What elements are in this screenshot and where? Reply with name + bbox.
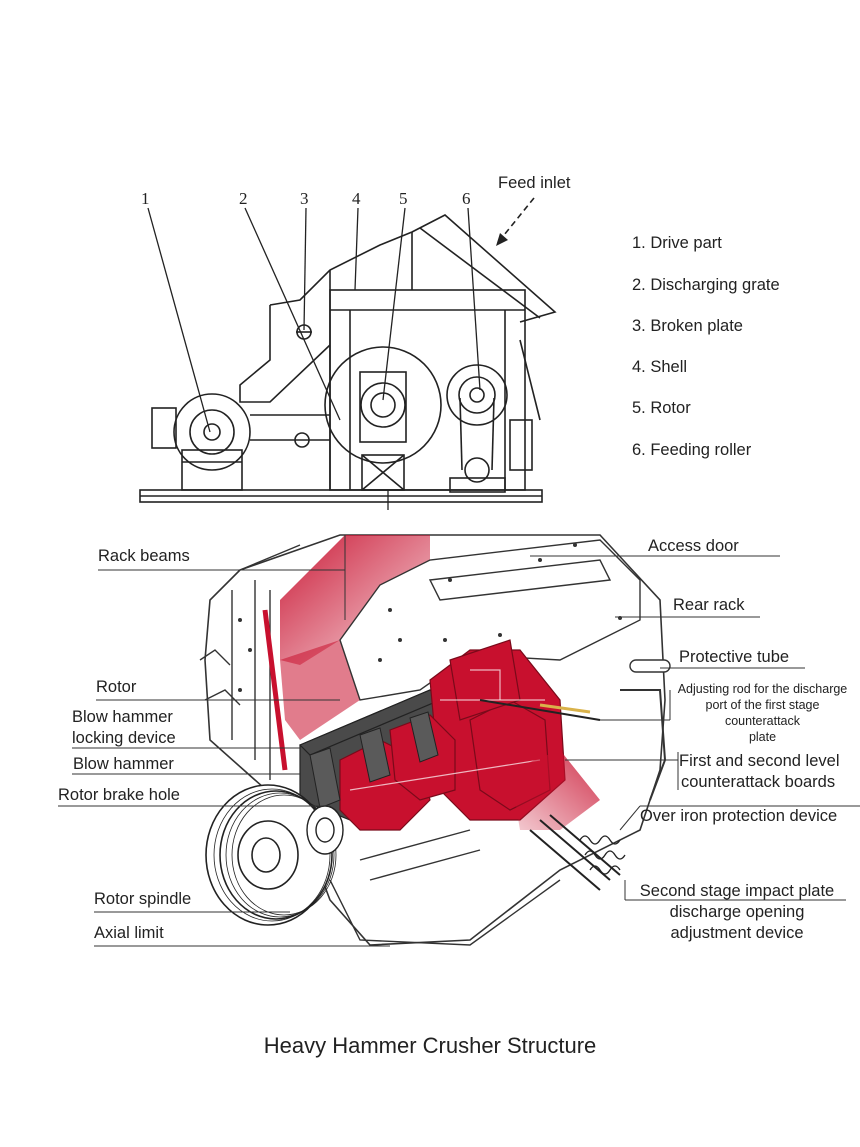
number-6: 6 xyxy=(462,189,471,208)
legend-item-discharging-grate: 2. Discharging grate xyxy=(632,276,780,294)
legend-item-drive-part: 1. Drive part xyxy=(632,234,722,252)
callout-over-iron-protection: Over iron protection device xyxy=(640,807,838,825)
callout-rear-rack: Rear rack xyxy=(673,596,745,614)
callout-leader-lines xyxy=(58,535,860,947)
callout-adjusting-rod-line3: counterattack xyxy=(724,714,801,728)
bottom-cutaway-drawing xyxy=(199,534,671,946)
legend-item-shell: 4. Shell xyxy=(632,358,688,376)
callout-rotor-brake-hole: Rotor brake hole xyxy=(58,786,180,804)
callout-blow-hammer-locking-line2: locking device xyxy=(72,729,176,747)
legend-item-feeding-roller: 6. Feeding roller xyxy=(632,441,752,459)
feed-inlet-label: Feed inlet xyxy=(498,174,571,192)
number-2: 2 xyxy=(239,189,248,208)
callout-adjusting-rod-line2: port of the first stage xyxy=(705,698,820,712)
callout-access-door: Access door xyxy=(648,537,739,555)
top-line-drawing xyxy=(139,214,557,503)
rotor-pulley xyxy=(205,784,333,926)
feed-inlet-arrow xyxy=(496,197,535,246)
callout-rotor-spindle: Rotor spindle xyxy=(94,890,192,908)
callout-second-stage-line2: discharge opening xyxy=(669,903,805,921)
callout-second-stage-line1: Second stage impact plate xyxy=(639,882,835,900)
callout-blow-hammer-locking-line1: Blow hammer xyxy=(72,708,173,726)
number-5: 5 xyxy=(399,189,408,208)
callout-counterattack-line2: counterattack boards xyxy=(681,773,836,791)
number-leader-lines xyxy=(147,207,481,510)
legend-item-rotor: 5. Rotor xyxy=(632,399,691,417)
callout-protective-tube: Protective tube xyxy=(679,648,790,666)
legend-item-broken-plate: 3. Broken plate xyxy=(632,317,743,335)
callout-rack-beams: Rack beams xyxy=(98,547,190,565)
callout-rotor: Rotor xyxy=(96,678,137,696)
callout-adjusting-rod-line4: plate xyxy=(748,730,777,744)
figure-caption: Heavy Hammer Crusher Structure xyxy=(263,1033,597,1058)
number-4: 4 xyxy=(352,189,361,208)
callout-counterattack-line1: First and second level xyxy=(679,752,840,770)
number-1: 1 xyxy=(141,189,150,208)
callout-blow-hammer: Blow hammer xyxy=(73,755,174,773)
callout-second-stage-line3: adjustment device xyxy=(670,924,804,942)
callout-adjusting-rod-line1: Adjusting rod for the discharge xyxy=(677,682,848,696)
callout-axial-limit: Axial limit xyxy=(94,924,164,942)
number-3: 3 xyxy=(300,189,309,208)
